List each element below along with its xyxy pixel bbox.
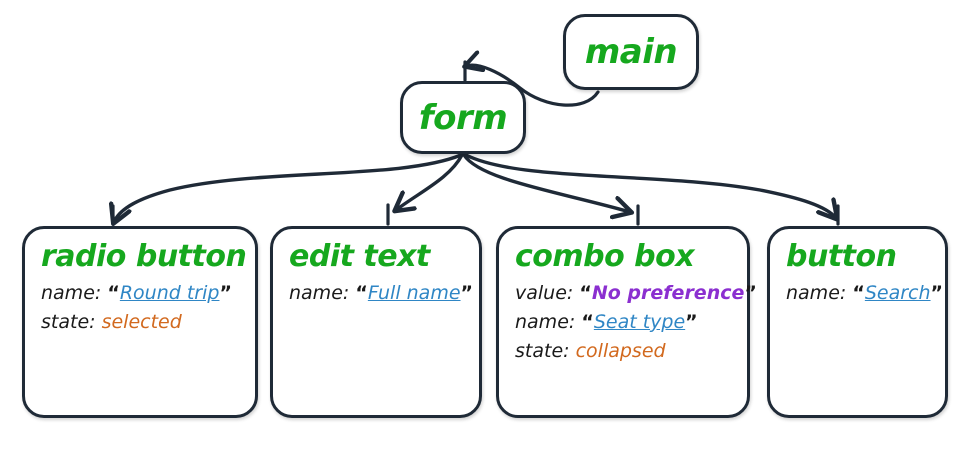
attr-key-name: name:	[289, 281, 350, 304]
edge-form-to-radio-button	[114, 153, 463, 222]
attr-value-state: collapsed	[575, 340, 666, 363]
quote-open: “	[579, 281, 592, 304]
quote-open: “	[107, 281, 120, 304]
node-main-title: main	[584, 32, 678, 72]
attr-row-name: name: “Seat type”	[515, 308, 733, 337]
attr-key-name: name:	[41, 281, 102, 304]
node-edit-text[interactable]: edit text name: “Full name”	[270, 226, 482, 418]
node-form-title: form	[418, 97, 508, 138]
attr-key-state: state:	[515, 340, 570, 363]
node-button-title: button	[786, 239, 897, 274]
node-edit-text-title: edit text	[289, 239, 430, 274]
attr-key-value: value:	[515, 281, 574, 304]
node-radio-button-title: radio button	[41, 239, 247, 274]
attr-key-name: name:	[786, 281, 847, 304]
edge-form-to-edit-text	[396, 153, 464, 210]
edge-form-to-button	[464, 153, 836, 218]
attr-key-state: state:	[41, 310, 96, 333]
attr-row-name: name: “Round trip”	[41, 279, 241, 308]
quote-close: ”	[219, 281, 232, 304]
attr-value-value: No preference	[591, 281, 745, 304]
attr-value-name: Seat type	[593, 310, 686, 333]
quote-close: ”	[744, 281, 757, 304]
attr-key-name: name:	[515, 310, 576, 333]
node-main[interactable]: main	[563, 14, 699, 90]
attr-row-name: name: “Search”	[786, 279, 943, 308]
attr-value-name: Round trip	[119, 281, 220, 304]
quote-open: “	[581, 310, 594, 333]
quote-close: ”	[930, 281, 944, 304]
quote-open: “	[355, 281, 368, 304]
attr-value-name: Full name	[367, 281, 461, 304]
node-radio-button[interactable]: radio button name: “Round trip” state: s…	[22, 226, 258, 418]
node-combo-box[interactable]: combo box value: “No preference” name: “…	[496, 226, 757, 418]
edge-form-to-combo-box	[462, 153, 630, 212]
node-combo-box-title: combo box	[515, 239, 695, 274]
attr-value-state: selected	[101, 310, 182, 333]
node-button[interactable]: button name: “Search”	[767, 226, 948, 418]
attr-row-state: state: selected	[41, 308, 241, 337]
attr-row-name: name: “Full name”	[289, 279, 473, 308]
attr-value-name: Search	[864, 281, 931, 304]
quote-close: ”	[460, 281, 474, 304]
attr-row-value: value: “No preference”	[515, 279, 757, 308]
quote-open: “	[852, 281, 865, 304]
quote-close: ”	[685, 310, 698, 333]
attr-row-state: state: collapsed	[515, 337, 733, 366]
node-form[interactable]: form	[400, 81, 526, 154]
